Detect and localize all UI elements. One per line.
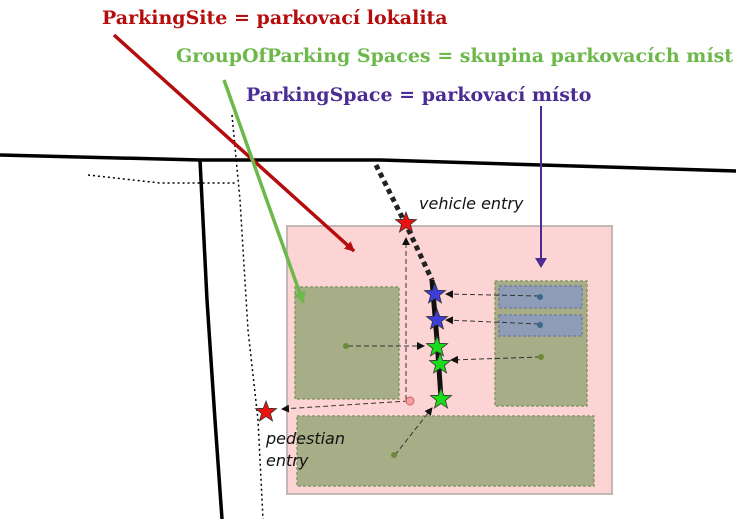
group-right-entry-star: [428, 351, 452, 374]
group-left-entry-star: [425, 334, 449, 357]
parking-space-1-entry-star: [423, 281, 447, 304]
centroid-group-left: [343, 343, 349, 349]
vehicle-entry-star: [394, 210, 418, 233]
centroid-group-right: [538, 354, 544, 360]
group-bottom-entry-star: [429, 386, 453, 409]
entry-stars: [254, 210, 453, 422]
footpath-dotted-vertical: [231, 114, 264, 519]
centroid-space-2: [537, 322, 543, 328]
vehicle-entry-label: vehicle entry: [419, 194, 524, 213]
pedestrian-entry-star: [254, 399, 278, 422]
driveway-dashed: [373, 163, 435, 282]
centroid-group-bottom: [391, 452, 397, 458]
main-road: [0, 153, 736, 173]
pedestrian-entry-label-line2: entry: [266, 451, 309, 470]
legend-parking-site: ParkingSite = parkovací lokalita: [102, 7, 448, 29]
connector-group-right: [450, 355, 541, 364]
centroid-site: [405, 396, 415, 406]
centroid-space-1: [537, 294, 543, 300]
side-road: [198, 159, 224, 519]
connector-group-bottom: [394, 407, 433, 456]
connector-pedestrian-entry: [281, 400, 409, 413]
pedestrian-entry-label-line1: pedestian: [265, 429, 345, 448]
legend-arrow-site: [112, 33, 356, 253]
parking-group-bottom: [296, 415, 595, 487]
legend-arrow-group: [222, 79, 306, 304]
legend-parking-space: ParkingSpace = parkovací místo: [246, 84, 591, 106]
parking-group-left: [294, 286, 400, 400]
legend-group-of-parking-spaces: GroupOfParking Spaces = skupina parkovac…: [176, 45, 733, 67]
footpath-dotted: [87, 174, 237, 184]
parking-space-2-entry-star: [425, 307, 449, 330]
